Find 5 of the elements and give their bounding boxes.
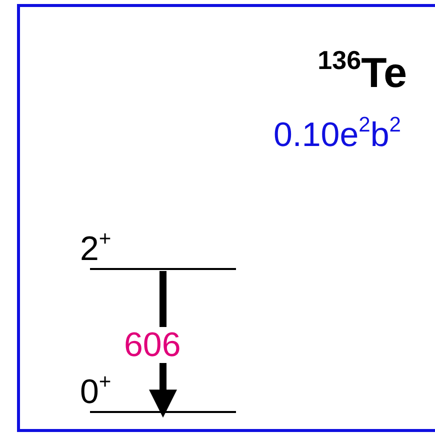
nucleus-title: $^{136}$Te <box>318 52 407 94</box>
edge-label: 606 <box>124 327 181 363</box>
moment-label: 0.10e$^{2}$b$^{2}$ <box>274 118 401 152</box>
level-label: 0$^{+}$ <box>80 375 112 409</box>
level-label: 2$^{+}$ <box>80 232 112 266</box>
